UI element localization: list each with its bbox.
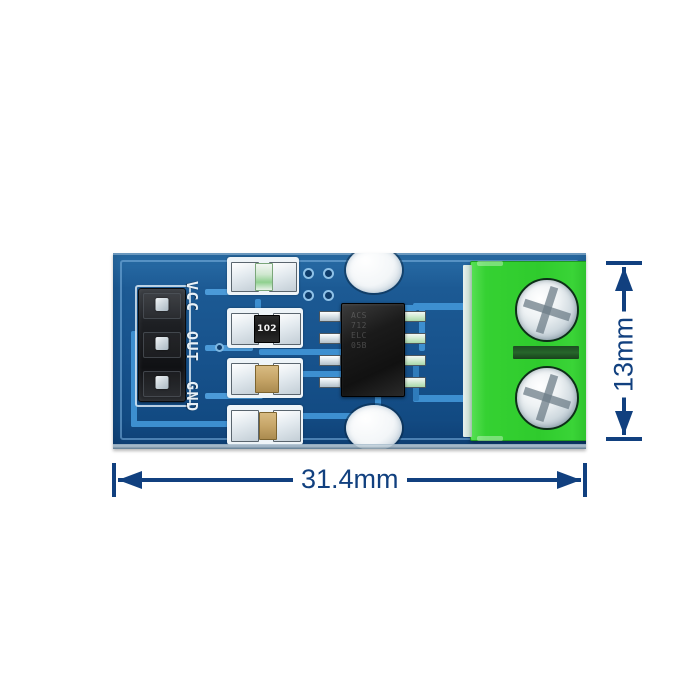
smd-pad-led-left [231,262,259,292]
ic-pin-2 [319,333,341,344]
terminal-left-rail [463,265,472,437]
smd-pad-cap2-left [231,410,259,442]
via-2 [325,270,332,277]
pcb-board: VCC OUT GND 102 [113,253,586,449]
silk-label-gnd: GND [183,381,201,413]
via-3 [305,292,312,299]
ic-chip-soic8: ACS 712 ELC 05B [341,303,405,397]
smd-component-resistor: 102 [254,315,280,343]
ic-pin-4 [319,377,341,388]
height-dim-label: 13mm [604,311,644,398]
pin-pad-gnd [155,376,169,389]
pin-header-silk-outline [135,285,191,407]
pin-pad-vcc [155,298,169,311]
via-5 [217,345,222,350]
silk-label-vcc: VCC [183,281,201,313]
width-dim-label: 31.4mm [293,464,407,495]
height-dim-arrow-top [615,267,633,291]
via-1 [305,270,312,277]
smd-component-cap-1 [255,365,279,393]
ic-marking-line-4: 05B [351,341,367,350]
mounting-hole-bottom [346,405,402,449]
silk-label-out: OUT [183,331,201,363]
trace-mid-bus-2 [259,371,351,377]
smd-pad-cap1-left [231,363,259,395]
screw-terminal-block[interactable] [463,261,586,441]
ic-pin-5 [404,377,426,388]
terminal-screw-bottom[interactable] [515,366,579,430]
pcb-bottom-edge [113,444,586,449]
ic-pin-7 [404,333,426,344]
ic-marking-line-1: ACS [351,311,367,320]
trace-mid-bus [259,349,369,355]
pcb-top-edge [113,253,586,255]
smd-component-cap-2 [259,412,277,440]
ic-pin-8 [404,311,426,322]
terminal-divider-slot [513,346,579,359]
terminal-notch-top [477,261,503,266]
mounting-hole-top [346,253,402,293]
smd-pad-led-right [269,262,297,292]
width-dim-arrow-right [557,471,581,489]
terminal-notch-bottom [477,436,503,441]
trace-ic-right-out [419,307,425,351]
trace-bottom-run [261,413,381,419]
smd-pad-cap2-right [273,410,301,442]
trace-terminal-bottom [413,395,481,402]
pin-pad-out [155,337,169,350]
ic-pin-3 [319,355,341,366]
via-4 [325,292,332,299]
trace-terminal-top [413,303,481,310]
trace-left-vertical [131,331,137,427]
width-dim-tick-left [112,463,116,497]
smd-component-led [255,263,273,291]
ic-pin-1 [319,311,341,322]
ic-marking-line-3: ELC [351,331,367,340]
height-dim-tick-top [606,261,642,265]
ic-marking-line-2: 712 [351,321,367,330]
ic-marking-text: ACS 712 ELC 05B [342,304,404,396]
ic-pin-6 [404,355,426,366]
pin-header-3pin[interactable] [138,288,186,402]
trace-header-out [205,345,253,351]
height-dim-tick-bottom [606,437,642,441]
terminal-screw-top[interactable] [515,278,579,342]
trace-left-bottom [131,421,261,427]
height-dim-arrow-bottom [615,411,633,435]
width-dim-arrow-left [118,471,142,489]
width-dim-tick-right [583,463,587,497]
